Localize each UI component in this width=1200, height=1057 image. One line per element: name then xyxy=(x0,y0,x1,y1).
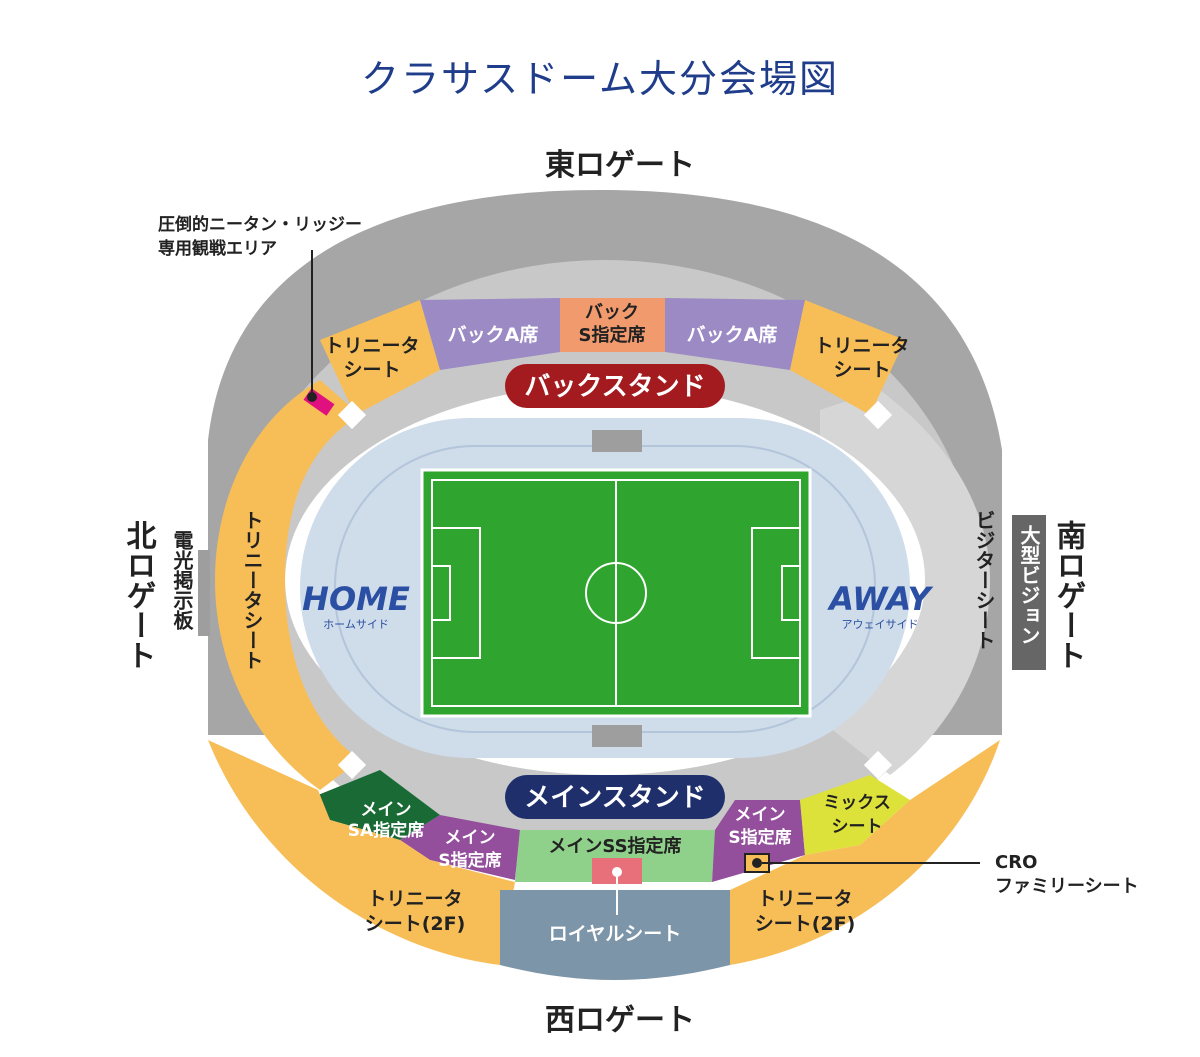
trinita-north-label: トリニータシート xyxy=(240,510,264,670)
back-stand-label: バックスタンド xyxy=(524,372,705,402)
nitan-label-1: 圧倒的ニータン・リッジー xyxy=(158,214,362,235)
trinita-2f-right-1: トリニータ xyxy=(757,888,852,910)
seat-main-s-left[interactable] xyxy=(400,815,520,880)
vision-box xyxy=(1012,515,1046,670)
seat-trinita-2f-right[interactable] xyxy=(730,740,1000,965)
nitan-label-2: 専用観戦エリア xyxy=(158,238,277,259)
home-label: HOME xyxy=(302,580,410,618)
seat-back-a-left[interactable] xyxy=(420,298,560,370)
seat-trinita-north[interactable] xyxy=(215,380,360,790)
entrance-se xyxy=(863,750,893,780)
entrance-nw xyxy=(337,400,367,430)
main-stand-label: メインスタンド xyxy=(524,783,705,813)
main-s-left-label-1: メイン xyxy=(445,828,496,848)
scoreboard-label: 電光掲示板 xyxy=(170,530,194,631)
trinita-back-left-1: トリニータ xyxy=(324,335,419,357)
main-s-left-label-2: S指定席 xyxy=(438,850,501,871)
main-ss-label: メインSS指定席 xyxy=(548,835,681,857)
trinita-back-right-1: トリニータ xyxy=(814,335,909,357)
gate-south: 南ロゲート xyxy=(1051,520,1086,670)
back-stand-banner xyxy=(505,364,725,408)
cro-dot xyxy=(752,858,762,868)
away-label: AWAY xyxy=(826,580,933,618)
entrance-ne xyxy=(863,400,893,430)
nitan-dot xyxy=(307,392,317,402)
back-a-right-label: バックA席 xyxy=(687,323,778,346)
seat-main-s-right[interactable] xyxy=(712,800,805,882)
royal-dot xyxy=(612,867,622,877)
trinita-2f-right-2: シート(2F) xyxy=(755,913,856,935)
trinita-back-left-2: シート xyxy=(343,359,400,381)
entrance-sw xyxy=(337,750,367,780)
vision-label: 大型ビジョン xyxy=(1017,525,1041,645)
trinita-2f-left-2: シート(2F) xyxy=(365,913,466,935)
seat-back-s[interactable] xyxy=(560,298,665,352)
goal-area-left xyxy=(431,565,451,621)
seat-main-sa[interactable] xyxy=(318,770,440,840)
top-block xyxy=(592,430,642,452)
seat-main-ss[interactable] xyxy=(515,830,715,882)
main-s-right-label-2: S指定席 xyxy=(728,827,791,848)
main-sa-label-1: メイン xyxy=(361,800,412,820)
trinita-back-right-2: シート xyxy=(833,359,890,381)
gate-east: 東ロゲート xyxy=(545,148,695,183)
trinita-2f-left-1: トリニータ xyxy=(367,888,462,910)
main-stand-banner xyxy=(505,775,725,819)
away-sub-label: アウェイサイド xyxy=(842,618,919,631)
gate-west: 西ロゲート xyxy=(545,1003,695,1038)
cro-label-1: CRO xyxy=(995,852,1037,873)
main-sa-label-2: SA指定席 xyxy=(348,820,424,841)
mix-label-2: シート xyxy=(832,817,883,837)
gate-north: 北ロゲート xyxy=(121,520,157,670)
bottom-block xyxy=(592,725,642,747)
seat-mix[interactable] xyxy=(800,775,910,855)
royal-label: ロイヤルシート xyxy=(549,923,681,945)
home-sub-label: ホームサイド xyxy=(323,618,389,631)
seat-trinita-back-left[interactable] xyxy=(320,300,440,415)
seat-trinita-2f-left[interactable] xyxy=(208,740,515,965)
page-title: クラサスドーム大分会場図 xyxy=(360,57,840,101)
goal-area-right xyxy=(781,565,801,621)
seat-trinita-back-right[interactable] xyxy=(790,300,905,415)
main-s-right-label-1: メイン xyxy=(735,805,786,825)
back-s-label-1: バック xyxy=(585,302,639,323)
mix-label-1: ミックス xyxy=(823,793,891,813)
seat-royal[interactable] xyxy=(500,890,730,980)
scoreboard-box xyxy=(198,550,210,636)
cro-label-2: ファミリーシート xyxy=(995,876,1139,897)
visitor-label: ビジターシート xyxy=(972,510,996,650)
center-circle xyxy=(585,562,647,624)
back-a-left-label: バックA席 xyxy=(448,323,539,346)
seat-back-a-right[interactable] xyxy=(665,298,805,370)
back-s-label-2: S指定席 xyxy=(579,324,646,346)
